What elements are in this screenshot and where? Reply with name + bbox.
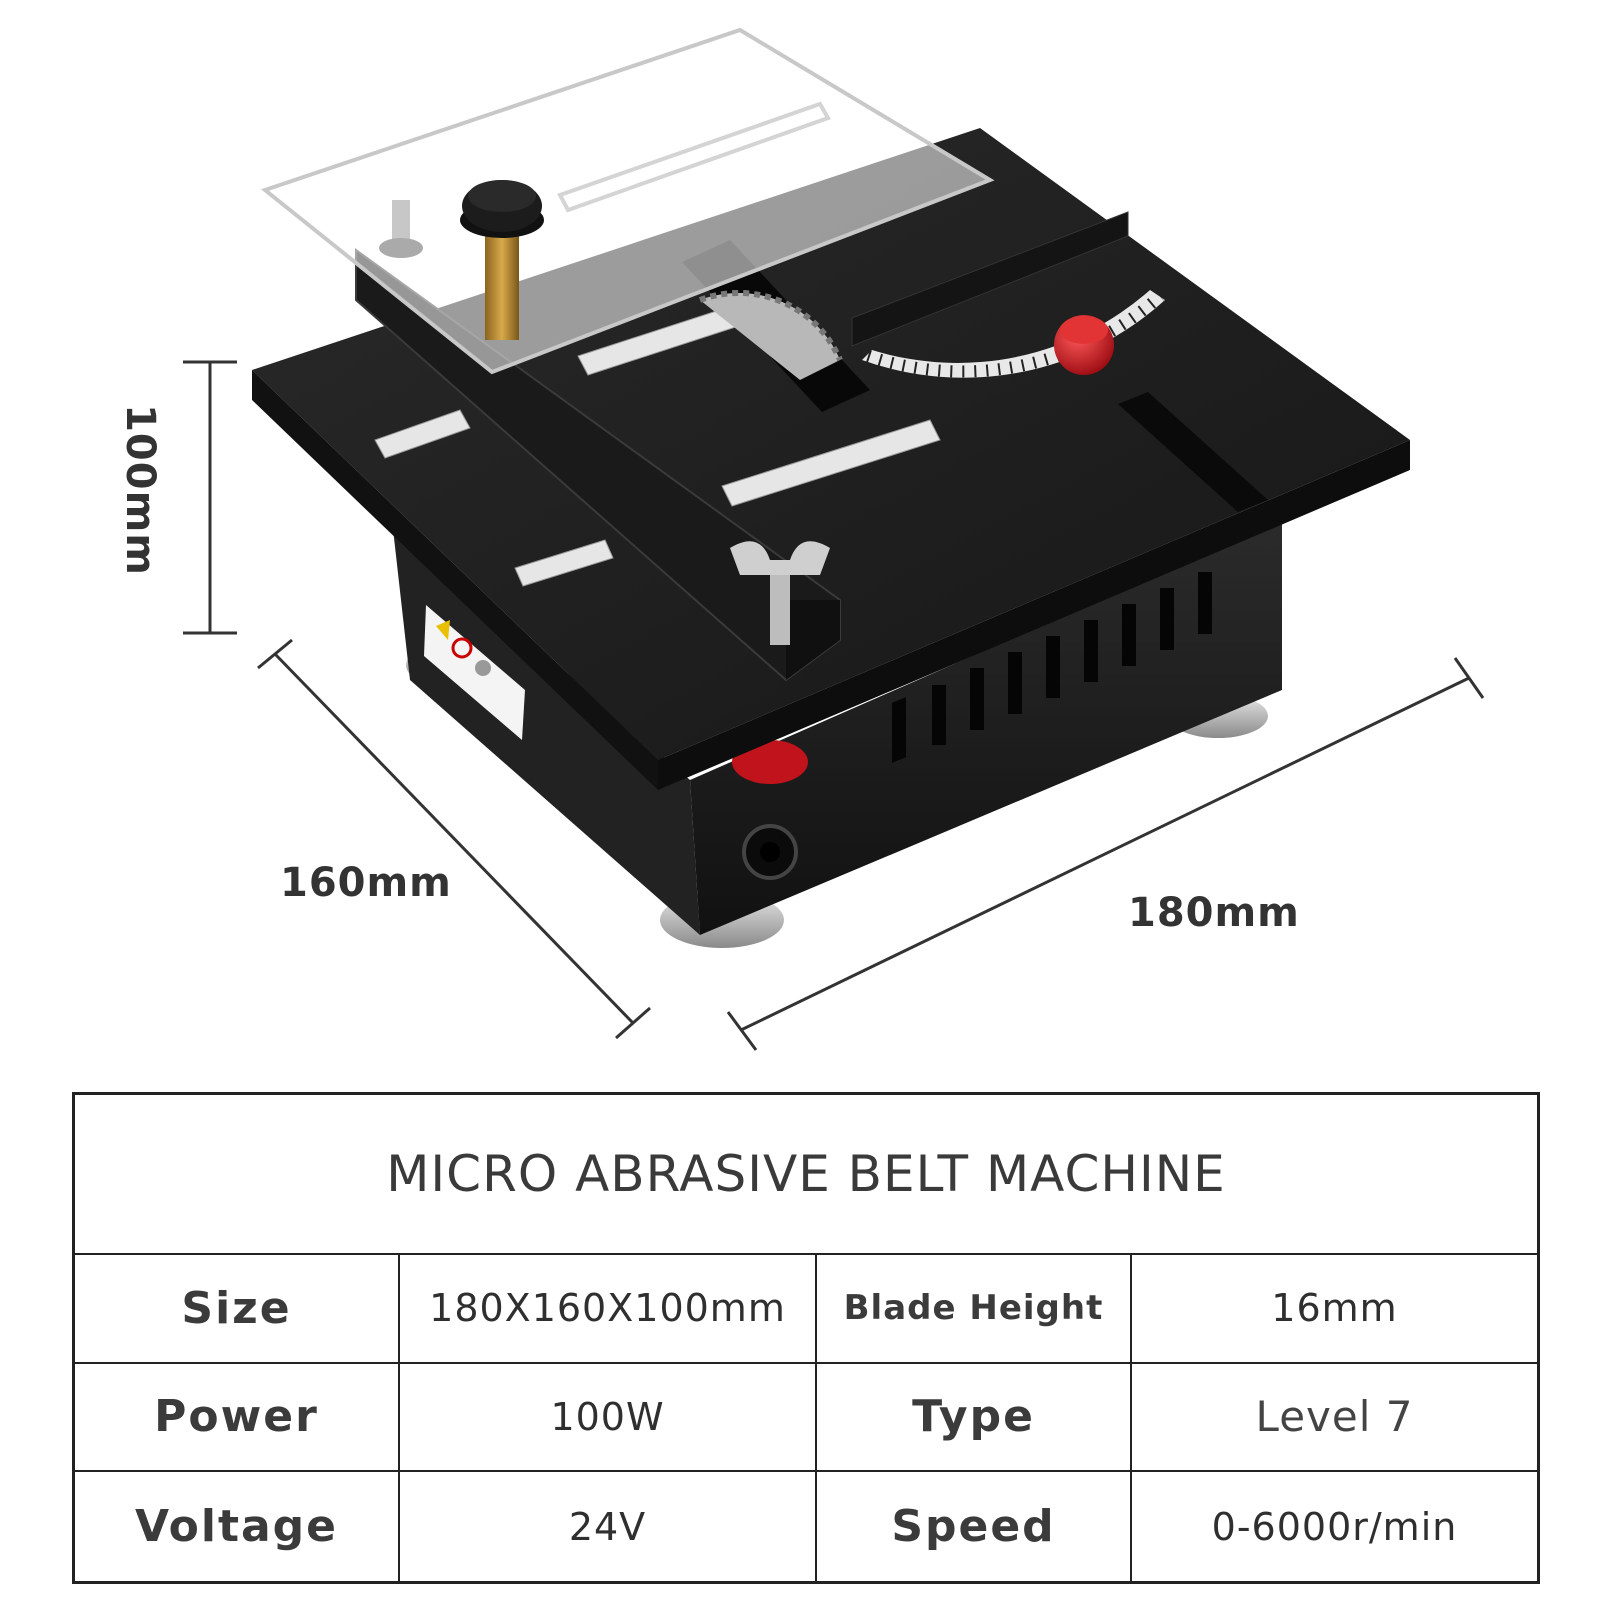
- spec-label: Speed: [891, 1501, 1056, 1553]
- table-row: Power 100W Type Level 7: [75, 1363, 1537, 1473]
- spec-label-cell: Type: [817, 1363, 1132, 1471]
- spec-label-cell: Speed: [817, 1472, 1132, 1581]
- table-edge: [252, 370, 658, 790]
- spec-label-cell: Blade Height: [817, 1255, 1132, 1362]
- table-row: Voltage 24V Speed 0-6000r/min: [75, 1472, 1537, 1581]
- power-switch: [732, 740, 808, 784]
- miter-fence: [851, 211, 1129, 347]
- spec-value-cell: 0-6000r/min: [1132, 1472, 1537, 1581]
- spec-grid: Size 180X160X100mm Blade Height 16mm Pow…: [75, 1255, 1537, 1581]
- spec-value-cell: Level 7: [1132, 1364, 1537, 1471]
- spec-value: 0-6000r/min: [1211, 1504, 1458, 1549]
- spec-table: MICRO ABRASIVE BELT MACHINE Size 180X160…: [72, 1092, 1540, 1584]
- spec-value-cell: 180X160X100mm: [400, 1255, 817, 1362]
- miter-slot: [1118, 392, 1268, 512]
- spec-label: Power: [154, 1391, 319, 1443]
- depth-dimension-label: 160mm: [280, 860, 452, 906]
- saw-blade-icon: [698, 289, 843, 380]
- spec-label-cell: Power: [75, 1363, 400, 1471]
- brass-post: [485, 220, 519, 340]
- knob-icon: [1054, 315, 1114, 375]
- ruler: [374, 304, 941, 587]
- knob-icon: [460, 180, 544, 238]
- table-row: Size 180X160X100mm Blade Height 16mm: [75, 1255, 1537, 1364]
- spec-value-cell: 16mm: [1132, 1255, 1537, 1362]
- wing-nut-icon: [379, 200, 423, 258]
- spec-table-title-row: MICRO ABRASIVE BELT MACHINE: [75, 1095, 1537, 1255]
- spec-value: Level 7: [1255, 1392, 1414, 1442]
- blade-guard: [260, 27, 995, 375]
- spec-value-cell: 24V: [400, 1472, 817, 1581]
- dimension-lines: [183, 360, 1485, 1051]
- spec-value: 100W: [550, 1394, 665, 1439]
- spec-label-cell: Voltage: [75, 1472, 400, 1581]
- spec-label-cell: Size: [75, 1255, 400, 1362]
- vent-slots: [892, 572, 1212, 763]
- spec-value: 180X160X100mm: [429, 1286, 786, 1331]
- spec-table-title: MICRO ABRASIVE BELT MACHINE: [386, 1145, 1226, 1203]
- table-saw-illustration: [183, 27, 1485, 1051]
- spec-label: Type: [912, 1391, 1035, 1443]
- height-dimension-label: 100mm: [117, 404, 163, 576]
- spec-label: Size: [181, 1282, 292, 1334]
- spec-label: Voltage: [134, 1501, 339, 1553]
- spec-value: 16mm: [1271, 1286, 1398, 1331]
- spec-value: 24V: [568, 1504, 647, 1549]
- wing-nut-icon: [730, 541, 830, 645]
- width-dimension-label: 180mm: [1128, 890, 1300, 936]
- warning-label-icon: [424, 605, 525, 740]
- spec-value-cell: 100W: [400, 1363, 817, 1471]
- housing-front: [392, 520, 700, 935]
- spec-label: Blade Height: [843, 1288, 1104, 1329]
